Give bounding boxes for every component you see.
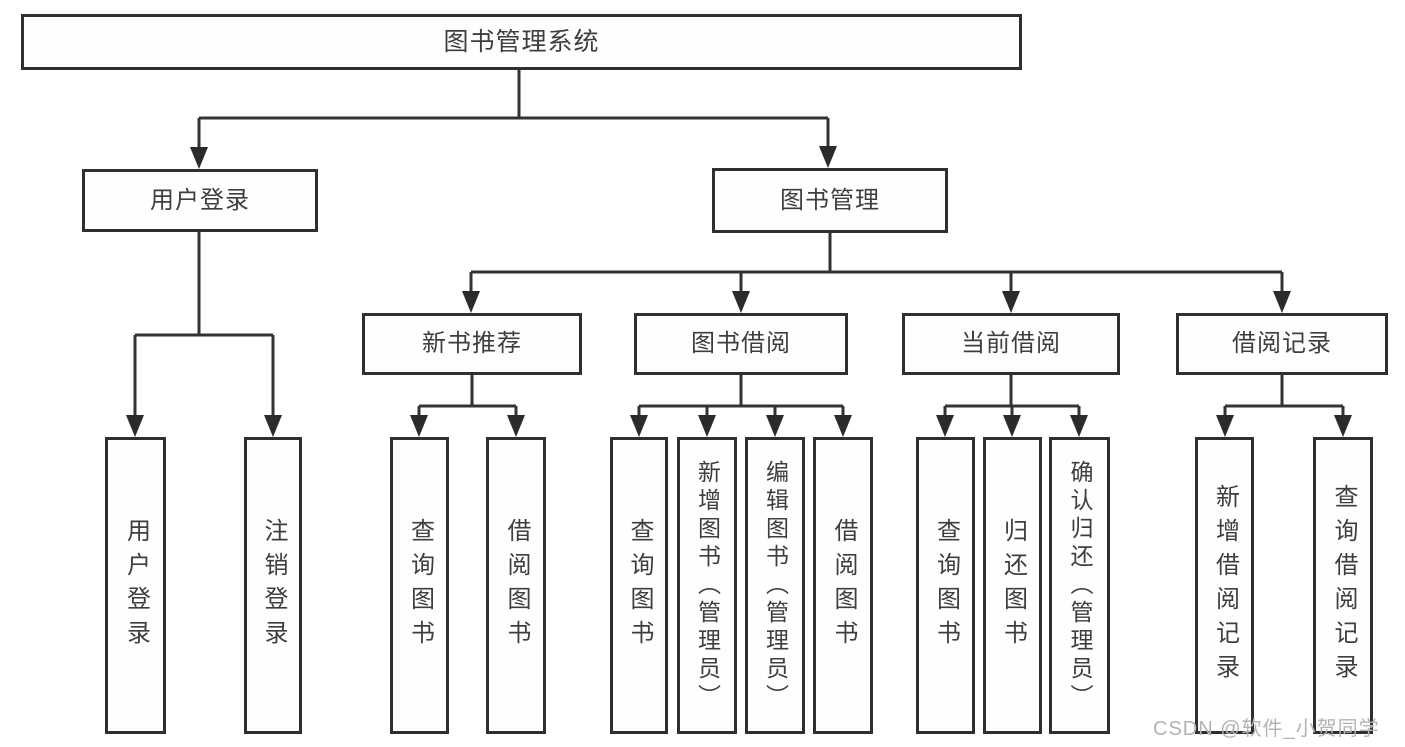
node-add-books-admin-label: 新增图书（管理员） xyxy=(694,459,721,712)
node-query-books-recommend: 查询图书 xyxy=(390,437,449,734)
node-query-borrow-record: 查询借阅记录 xyxy=(1313,437,1373,734)
node-book-borrow: 图书借阅 xyxy=(634,313,848,375)
node-new-book-recommend-label: 新书推荐 xyxy=(422,330,522,357)
node-user-login-label: 用户登录 xyxy=(150,186,250,214)
node-borrow-records-label: 借阅记录 xyxy=(1232,330,1332,357)
node-confirm-return-admin: 确认归还（管理员） xyxy=(1049,437,1110,734)
node-borrow-books-recommend-label: 借阅图书 xyxy=(503,517,530,654)
node-add-borrow-record-label: 新增借阅记录 xyxy=(1211,483,1239,688)
node-library-system: 图书管理系统 xyxy=(21,14,1022,70)
arrowheads xyxy=(126,146,1352,437)
node-current-borrow-label: 当前借阅 xyxy=(961,330,1061,357)
node-logout-action-label: 注销登录 xyxy=(260,517,287,654)
node-borrow-books-label: 借阅图书 xyxy=(830,517,857,654)
node-edit-books-admin-label: 编辑图书（管理员） xyxy=(762,459,789,712)
node-borrow-records: 借阅记录 xyxy=(1176,313,1388,375)
node-add-books-admin: 新增图书（管理员） xyxy=(677,437,737,734)
node-logout-action: 注销登录 xyxy=(244,437,302,734)
node-query-books-current: 查询图书 xyxy=(916,437,975,734)
node-query-books-recommend-label: 查询图书 xyxy=(406,517,434,654)
node-edit-books-admin: 编辑图书（管理员） xyxy=(745,437,805,734)
node-new-book-recommend: 新书推荐 xyxy=(362,313,582,375)
node-confirm-return-admin-label: 确认归还（管理员） xyxy=(1067,459,1093,712)
node-query-books-borrow: 查询图书 xyxy=(610,437,668,734)
node-book-borrow-label: 图书借阅 xyxy=(691,330,791,357)
node-add-borrow-record: 新增借阅记录 xyxy=(1195,437,1254,734)
node-query-books-current-label: 查询图书 xyxy=(932,517,960,654)
node-user-login: 用户登录 xyxy=(82,169,318,232)
node-book-management-label: 图书管理 xyxy=(780,186,880,214)
node-current-borrow: 当前借阅 xyxy=(902,313,1120,375)
csdn-watermark: CSDN @软件_小贺同学 xyxy=(1153,718,1380,740)
node-borrow-books-recommend: 借阅图书 xyxy=(486,437,546,734)
node-return-books: 归还图书 xyxy=(983,437,1042,734)
node-book-management: 图书管理 xyxy=(712,168,948,233)
node-query-borrow-record-label: 查询借阅记录 xyxy=(1330,483,1357,688)
node-user-login-action: 用户登录 xyxy=(105,437,166,734)
node-borrow-books: 借阅图书 xyxy=(813,437,873,734)
node-library-system-label: 图书管理系统 xyxy=(443,27,600,56)
node-user-login-action-label: 用户登录 xyxy=(122,517,150,654)
node-return-books-label: 归还图书 xyxy=(999,517,1027,654)
node-query-books-borrow-label: 查询图书 xyxy=(626,517,653,654)
